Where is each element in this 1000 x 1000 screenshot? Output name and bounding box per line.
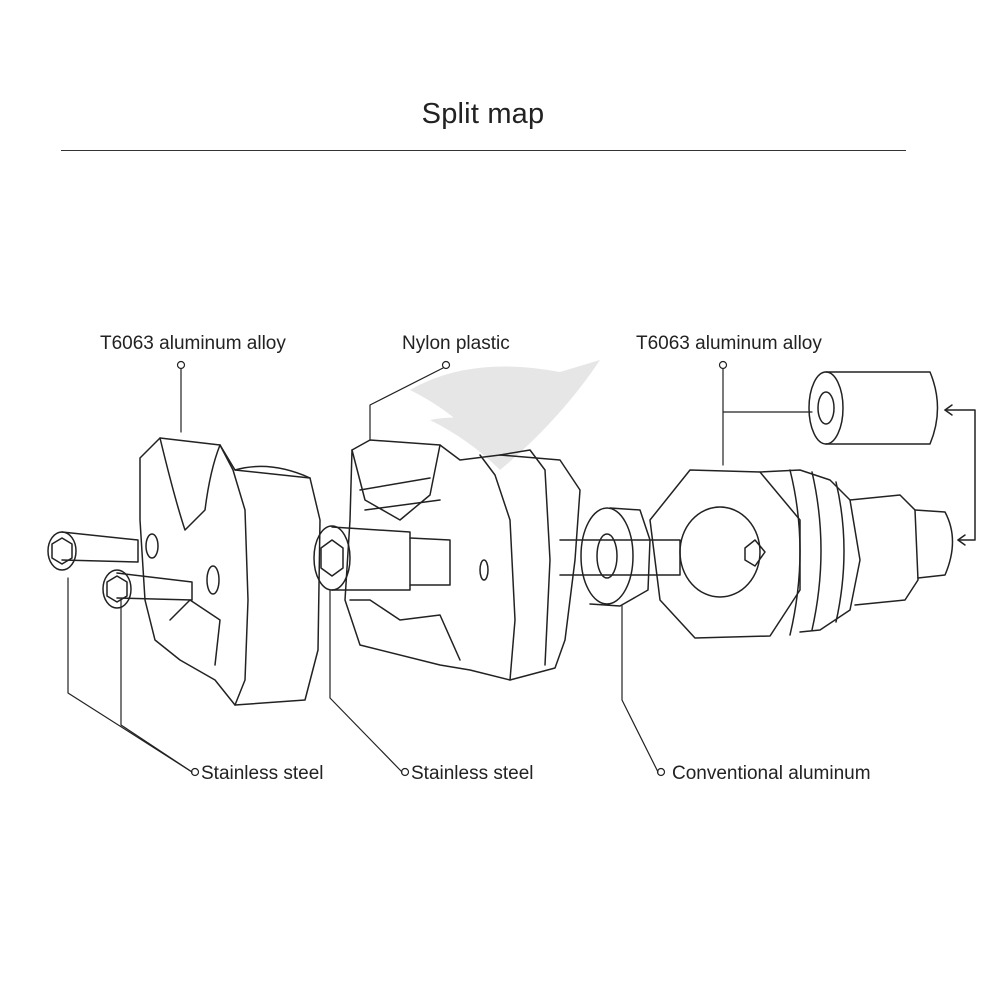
label-left-stainless-steel: Stainless steel <box>201 763 324 784</box>
spacer-ring <box>580 507 651 607</box>
left-aluminum-clamp <box>139 437 321 706</box>
watermark-logo <box>410 360 600 470</box>
page-title: Split map <box>421 98 545 130</box>
right-aluminum-base <box>649 469 954 639</box>
label-nylon-plastic: Nylon plastic <box>402 333 510 354</box>
left-bolts <box>47 531 193 609</box>
spare-sleeve <box>808 371 939 445</box>
label-right-aluminum-alloy: T6063 aluminum alloy <box>636 333 822 354</box>
nylon-plastic-clamp <box>344 439 581 681</box>
label-center-stainless-steel: Stainless steel <box>411 763 534 784</box>
label-conventional-aluminum: Conventional aluminum <box>672 763 871 784</box>
title-divider <box>61 150 906 151</box>
leader-lines <box>67 360 813 777</box>
label-left-aluminum-alloy: T6063 aluminum alloy <box>100 333 286 354</box>
middle-bolt <box>313 525 451 591</box>
axle-pin <box>559 539 681 576</box>
bracket-arrows <box>944 404 976 546</box>
